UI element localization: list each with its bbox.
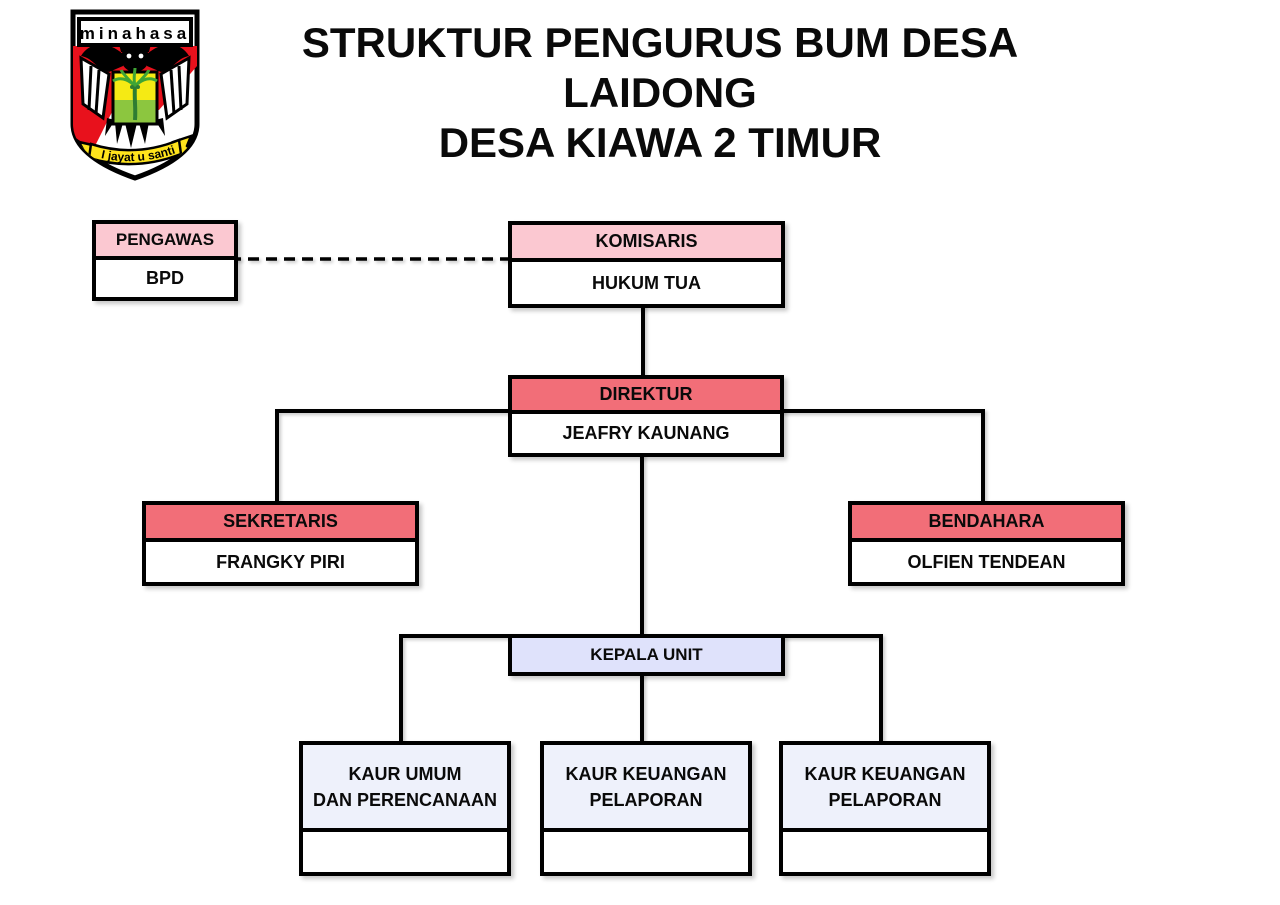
page-title-line1: STRUKTUR PENGURUS BUM DESA (301, 19, 1019, 66)
unit-1-title: KAUR UMUM DAN PERENCANAAN (303, 745, 507, 832)
org-box-bendahara: BENDAHARA OLFIEN TENDEAN (848, 501, 1125, 586)
bendahara-name: OLFIEN TENDEAN (852, 542, 1121, 582)
org-box-pengawas: PENGAWAS BPD (92, 220, 238, 301)
minahasa-crest-logo: I jayat u santi minahasa (70, 9, 200, 181)
pengawas-name: BPD (96, 260, 234, 297)
direktur-name: JEAFRY KAUNANG (512, 414, 780, 453)
sekretaris-name: FRANGKY PIRI (146, 542, 415, 582)
logo-banner-shape (77, 17, 193, 47)
unit-1-title-line1: KAUR UMUM (348, 763, 462, 784)
unit-2-title: KAUR KEUANGAN PELAPORAN (544, 745, 748, 832)
komisaris-title: KOMISARIS (512, 225, 781, 262)
sekretaris-title: SEKRETARIS (146, 505, 415, 542)
unit-3-title: KAUR KEUANGAN PELAPORAN (783, 745, 987, 832)
unit-3-name (783, 832, 987, 872)
unit-3-title-line1: KAUR KEUANGAN (804, 763, 966, 784)
org-box-sekretaris: SEKRETARIS FRANGKY PIRI (142, 501, 419, 586)
logo-name-text: minahasa (80, 24, 190, 43)
eagle-left-wing-shape (81, 44, 123, 72)
eagle-head-shape (121, 44, 149, 72)
unit-1-name (303, 832, 507, 872)
page-title-line3: DESA KIAWA 2 TIMUR (438, 119, 882, 166)
unit-2-title-line2: PELAPORAN (589, 789, 703, 810)
org-box-kaur-keuangan-pelaporan-2: KAUR KEUANGAN PELAPORAN (779, 741, 991, 876)
org-box-kepala-unit: KEPALA UNIT (508, 634, 785, 676)
unit-2-name (544, 832, 748, 872)
unit-3-title-line2: PELAPORAN (828, 789, 942, 810)
direktur-title: DIREKTUR (512, 379, 780, 414)
org-box-komisaris: KOMISARIS HUKUM TUA (508, 221, 785, 308)
komisaris-name: HUKUM TUA (512, 262, 781, 304)
kepala-unit-title: KEPALA UNIT (512, 638, 781, 672)
page-title-line2: LAIDONG (563, 69, 757, 116)
unit-1-title-line2: DAN PERENCANAAN (312, 789, 497, 810)
page-title: STRUKTUR PENGURUS BUM DESA LAIDONG DESA … (170, 18, 1150, 168)
org-box-kaur-umum-perencanaan: KAUR UMUM DAN PERENCANAAN (299, 741, 511, 876)
org-box-direktur: DIREKTUR JEAFRY KAUNANG (508, 375, 784, 457)
eagle-right-wing-shape (147, 44, 189, 72)
palm-shield-shape (111, 67, 159, 126)
bendahara-title: BENDAHARA (852, 505, 1121, 542)
shield-inner-art: I jayat u santi (73, 36, 197, 166)
org-box-kaur-keuangan-pelaporan-1: KAUR KEUANGAN PELAPORAN (540, 741, 752, 876)
pengawas-title: PENGAWAS (96, 224, 234, 260)
unit-2-title-line1: KAUR KEUANGAN (565, 763, 727, 784)
